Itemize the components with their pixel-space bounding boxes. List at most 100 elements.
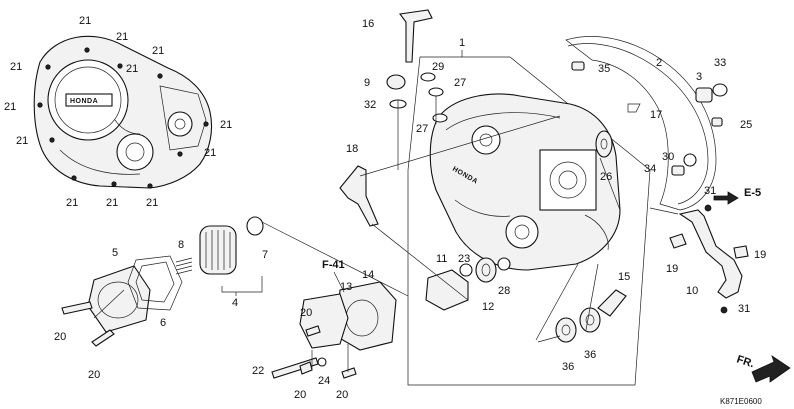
callout: 20 bbox=[294, 389, 306, 401]
part-29-seal bbox=[420, 72, 436, 82]
part-15-shaft bbox=[597, 289, 627, 317]
part-26-bearing-inner bbox=[600, 138, 608, 150]
callout: 22 bbox=[252, 365, 264, 377]
bolt-19-b bbox=[733, 245, 749, 259]
cover-gasket bbox=[565, 36, 717, 211]
part-31-upper bbox=[704, 204, 712, 212]
part-12-seal bbox=[475, 257, 497, 283]
front-direction-arrow bbox=[751, 355, 791, 383]
callout: 10 bbox=[686, 285, 698, 297]
callout: 35 bbox=[598, 63, 610, 75]
callout: 2 bbox=[656, 57, 662, 69]
callout: 20 bbox=[88, 369, 100, 381]
callout: 21 bbox=[4, 101, 16, 113]
part-13-housing bbox=[299, 293, 349, 349]
diagram-code: K871E0600 bbox=[720, 397, 762, 406]
part-4-bracket bbox=[221, 276, 263, 293]
callout: 31 bbox=[704, 185, 716, 197]
ref-e5: E-5 bbox=[744, 187, 761, 199]
callout: 17 bbox=[650, 109, 662, 121]
callout: 26 bbox=[600, 171, 612, 183]
callout: 8 bbox=[178, 239, 184, 251]
part-27-seal-top bbox=[428, 87, 444, 97]
part-31-lower bbox=[720, 306, 728, 314]
callout: 21 bbox=[116, 31, 128, 43]
bolt-20-a bbox=[61, 301, 93, 315]
part-17-clip bbox=[627, 103, 641, 113]
front-arrow-icon bbox=[751, 355, 791, 383]
callout: 3 bbox=[696, 71, 702, 83]
callout: 21 bbox=[66, 197, 78, 209]
callout: 21 bbox=[204, 147, 216, 159]
callout: 4 bbox=[232, 297, 238, 309]
callout: 36 bbox=[584, 349, 596, 361]
cover-bolt-dots bbox=[37, 47, 209, 189]
callout: 19 bbox=[754, 249, 766, 261]
assembly-1-boundary bbox=[407, 56, 651, 386]
part-11-impeller bbox=[425, 269, 469, 311]
callout: 23 bbox=[458, 253, 470, 265]
bolt-20-e bbox=[341, 367, 357, 379]
callout: 21 bbox=[16, 135, 28, 147]
callout: 19 bbox=[666, 263, 678, 275]
callout: 1 bbox=[459, 37, 465, 49]
callout: 21 bbox=[106, 197, 118, 209]
callout: 21 bbox=[10, 61, 22, 73]
brand-mark-small: HONDA bbox=[70, 98, 98, 105]
callout: 14 bbox=[362, 269, 374, 281]
assembly-guide-lines bbox=[93, 96, 679, 372]
part-16-arm bbox=[399, 9, 433, 63]
callout: 20 bbox=[336, 389, 348, 401]
part-33-washer bbox=[712, 83, 728, 97]
part-25-dowel bbox=[711, 117, 723, 127]
part-24-washer bbox=[317, 357, 327, 367]
part-7-oring bbox=[246, 216, 264, 236]
callout: 24 bbox=[318, 375, 330, 387]
part-34-bolt bbox=[671, 165, 685, 176]
callout: 27 bbox=[454, 77, 466, 89]
ref-f41-leader bbox=[333, 271, 345, 293]
callout: 18 bbox=[346, 143, 358, 155]
callout: 5 bbox=[112, 247, 118, 259]
part-36-bearing-a bbox=[555, 317, 577, 343]
part-26-bearing bbox=[595, 130, 613, 158]
callout: 31 bbox=[738, 303, 750, 315]
callout: 28 bbox=[498, 285, 510, 297]
part-27-seal-bottom bbox=[432, 113, 448, 123]
right-crankcase-cover bbox=[429, 93, 621, 271]
part-5-cover-face bbox=[97, 281, 139, 319]
outer-clutch-cover bbox=[33, 35, 213, 189]
callout: 11 bbox=[436, 253, 447, 265]
part-4-filter-pleats bbox=[205, 230, 231, 270]
callout: 9 bbox=[364, 77, 370, 89]
callout: 27 bbox=[416, 123, 428, 135]
callout: 30 bbox=[662, 151, 674, 163]
callout: 7 bbox=[262, 249, 268, 261]
part-18-bracket bbox=[339, 165, 379, 227]
bolt-20-c bbox=[305, 325, 321, 337]
callout-labels: 21 21 21 21 21 21 21 21 21 21 21 21 16 1… bbox=[4, 15, 766, 401]
callout: 36 bbox=[562, 361, 574, 373]
callout: 21 bbox=[79, 15, 91, 27]
callout: 12 bbox=[482, 301, 494, 313]
bolt-19-a bbox=[669, 233, 687, 249]
callout: 21 bbox=[146, 197, 158, 209]
part-6-gasket bbox=[127, 255, 183, 311]
part-3-plug bbox=[695, 87, 713, 103]
callout: 32 bbox=[364, 99, 376, 111]
callout: 15 bbox=[618, 271, 630, 283]
part-30-washer bbox=[683, 153, 697, 167]
part-12-seal-inner bbox=[481, 263, 491, 277]
callout: 33 bbox=[714, 57, 726, 69]
part-35-dowel bbox=[571, 61, 585, 71]
callout: 29 bbox=[432, 61, 444, 73]
callout: 16 bbox=[362, 18, 374, 30]
callout: 21 bbox=[152, 45, 164, 57]
callout: 20 bbox=[54, 331, 66, 343]
front-direction-label: FR. bbox=[735, 353, 756, 370]
callout: 6 bbox=[160, 317, 166, 329]
callout: 20 bbox=[300, 307, 312, 319]
part-36-bearing-a-inner bbox=[561, 324, 571, 336]
